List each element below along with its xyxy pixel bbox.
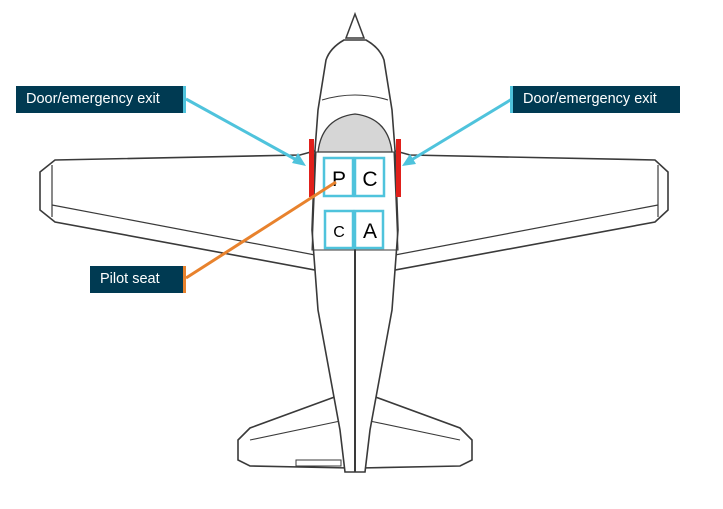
right-wing (391, 148, 669, 271)
seat-front-right-label: C (362, 168, 377, 191)
seat-rear-right (353, 209, 385, 250)
left-wing (39, 148, 319, 271)
propeller-spinner (344, 11, 366, 39)
seat-rear-left-label: C (333, 224, 345, 241)
windscreen (317, 113, 393, 153)
cabin-outline (311, 151, 399, 251)
pilot-seat-leader-line (185, 180, 337, 280)
door-left-leader-line (185, 97, 303, 165)
left-elevator-line (249, 419, 346, 441)
door-left-arrowhead (292, 153, 306, 166)
seat-rear-left (323, 209, 355, 250)
seat-rear-right-label: A (363, 220, 377, 243)
door-emergency-exit-callout-left: Door/emergency exit (16, 86, 186, 113)
door-right-arrowhead (402, 154, 416, 166)
left-door-marker (309, 139, 314, 197)
seat-front-left (322, 156, 355, 198)
seat-front-right (353, 156, 386, 198)
left-aileron-line (51, 204, 316, 256)
seat-front-left-label: P (332, 168, 346, 191)
right-elevator-line (364, 419, 461, 441)
pilot-seat-callout: Pilot seat (90, 266, 186, 293)
door-right-leader-line (407, 97, 513, 164)
door-emergency-exit-callout-right: Door/emergency exit (510, 86, 680, 113)
elevator-trim-tab (295, 459, 342, 467)
right-door-marker (396, 139, 401, 197)
right-aileron-line (394, 204, 659, 256)
cowling-line (321, 94, 389, 101)
